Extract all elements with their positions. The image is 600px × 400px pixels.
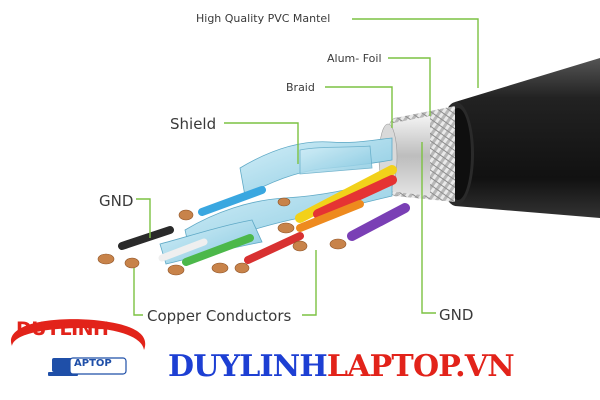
callout-mantel [352,18,479,88]
inner-conductors [118,165,410,266]
label-pvc-mantel: High Quality PVC Mantel [196,12,331,25]
callout-copper-left [133,268,143,316]
site-name-part1: DUYLINH [168,349,328,384]
copper-tip [277,197,291,207]
wire-purple [347,203,410,241]
copper-tip [292,240,308,252]
callout-braid [325,86,393,128]
label-shield: Shield [170,115,217,133]
wire-green [182,234,254,266]
wire-black [118,226,174,250]
copper-tip [211,262,229,274]
wire-white [158,238,208,262]
wire-red-top [313,175,397,219]
wire-red-mid [244,232,304,264]
laptop-icon [52,358,74,372]
copper-tip [178,209,194,221]
copper-tip [277,222,295,234]
callout-foil [388,57,431,116]
copper-tip [329,238,347,250]
label-alum-foil: Alum- Foil [327,52,382,65]
callout-shield [224,122,299,164]
callout-lines [133,18,479,316]
copper-tip [234,262,250,274]
site-watermark: DUYLINHLAPTOP.VN [168,349,515,384]
wire-orange [296,200,364,232]
copper-tip [97,253,115,265]
callout-gnd-right [421,142,436,314]
label-copper-conductors: Copper Conductors [147,307,292,325]
logo-text-aptop: APTOP [74,358,112,369]
label-gnd-right: GND [439,306,474,324]
brand-logo [10,319,146,376]
copper-tips [97,197,347,276]
callout-copper-right [302,250,317,316]
callout-gnd-left [136,198,151,238]
copper-tip [167,264,185,276]
wire-blue-top [198,186,266,216]
copper-tip [124,257,140,269]
label-gnd-left: GND [99,192,134,210]
logo-swoosh [10,319,146,350]
label-braid: Braid [286,81,315,94]
site-name-part2: LAPTOP.VN [326,349,515,384]
logo-text-duylinh: DUYLINH [16,318,109,340]
pvc-mantel [438,58,600,218]
